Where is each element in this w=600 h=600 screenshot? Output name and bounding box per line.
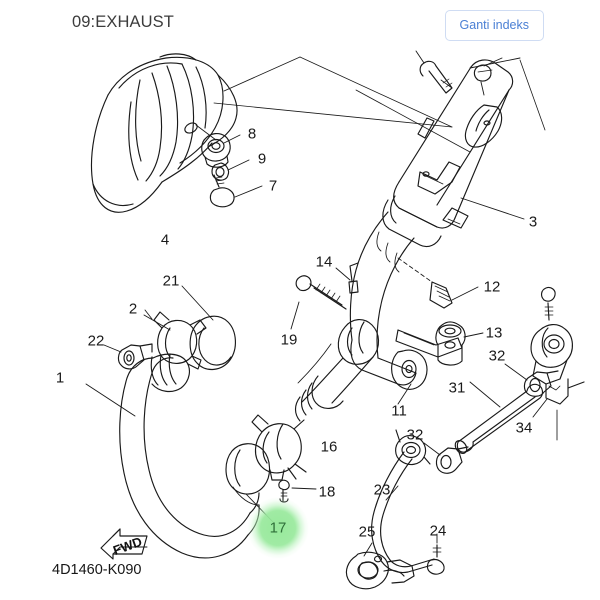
- callout-16[interactable]: 16: [320, 438, 338, 456]
- callout-22[interactable]: 22: [87, 332, 105, 350]
- callout-11[interactable]: 11: [391, 402, 407, 420]
- callout-21[interactable]: 21: [162, 272, 180, 290]
- callout-13[interactable]: 13: [485, 324, 503, 342]
- callout-3[interactable]: 3: [528, 213, 538, 231]
- callout-31[interactable]: 31: [448, 379, 466, 397]
- callout-25[interactable]: 25: [358, 523, 376, 541]
- callout-24[interactable]: 24: [429, 522, 447, 540]
- callout-2[interactable]: 2: [128, 300, 138, 318]
- callout-14[interactable]: 14: [315, 253, 333, 271]
- callout-32-lower[interactable]: 32: [406, 426, 424, 444]
- page-header: 09:EXHAUST Ganti indeks: [0, 0, 600, 52]
- callout-1[interactable]: 1: [55, 369, 65, 387]
- page-title: 09:EXHAUST: [72, 13, 174, 31]
- change-index-button[interactable]: Ganti indeks: [444, 10, 544, 41]
- callout-18[interactable]: 18: [318, 483, 336, 501]
- callout-19[interactable]: 19: [280, 331, 298, 349]
- part-code-label: 4D1460-K090: [52, 562, 142, 578]
- callout-9[interactable]: 9: [257, 150, 267, 168]
- callout-12[interactable]: 12: [483, 278, 501, 296]
- callout-4[interactable]: 4: [160, 231, 170, 249]
- callout-8[interactable]: 8: [247, 125, 257, 143]
- callout-23[interactable]: 23: [373, 481, 391, 499]
- callout-7[interactable]: 7: [268, 177, 278, 195]
- callout-34[interactable]: 34: [515, 419, 533, 437]
- callout-17-highlighted[interactable]: 17: [269, 519, 287, 537]
- callout-32-upper[interactable]: 32: [488, 347, 506, 365]
